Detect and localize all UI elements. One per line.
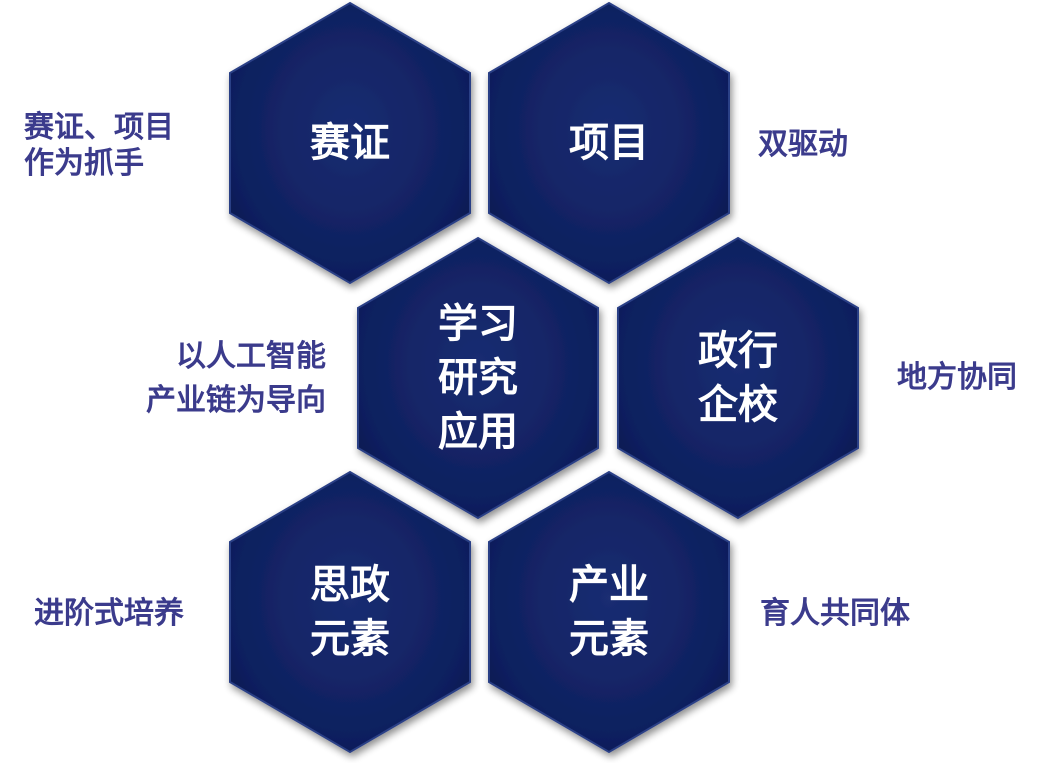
side-label-top-right: 双驱动	[758, 127, 848, 163]
side-label-bottom-left-line-1: 进阶式培养	[34, 596, 184, 631]
side-label-mid-left: 以人工智能 产业链为导向	[146, 335, 326, 423]
side-label-mid-right-line-1: 地方协同	[897, 360, 1017, 395]
hexagon-label-xuexi-line-3: 应用	[438, 409, 518, 455]
side-label-bottom-left: 进阶式培养	[34, 596, 184, 632]
hexagon-shape-chanye	[488, 470, 730, 754]
side-label-mid-left-line-1: 以人工智能	[176, 339, 326, 374]
hexagon-label-chanye-line-1: 产业	[569, 562, 649, 608]
side-label-top-left-line-2: 作为抓手	[24, 146, 144, 181]
hexagon-label-xiangmu-line-1: 项目	[569, 120, 649, 166]
hexagon-label-xuexi-line-1: 学习	[438, 301, 518, 347]
side-label-mid-right: 地方协同	[897, 360, 1017, 396]
side-label-mid-left-line-2: 产业链为导向	[146, 383, 326, 418]
side-label-top-right-line-1: 双驱动	[758, 127, 848, 162]
hexagon-label-sizheng-line-2: 元素	[310, 616, 390, 662]
hexagon-shape-sizheng	[229, 470, 471, 754]
side-label-bottom-right-line-1: 育人共同体	[760, 596, 910, 631]
side-label-bottom-right: 育人共同体	[760, 596, 910, 632]
hexagon-label-xuexi-line-2: 研究	[438, 355, 518, 401]
hexagon-shape-zhengxing	[617, 236, 859, 520]
hexagon-xiangmu: 项目	[488, 1, 730, 285]
side-label-top-left: 赛证、项目 作为抓手	[24, 110, 174, 182]
hexagon-label-saizheng-line-1: 赛证	[310, 120, 390, 166]
hexagon-shape-xuexi	[357, 236, 599, 520]
hexagon-label-zhengxing-line-1: 政行	[698, 328, 778, 374]
side-label-top-left-line-1: 赛证、项目	[24, 110, 174, 145]
hexagon-shape-saizheng	[229, 1, 471, 285]
hexagon-label-chanye-line-2: 元素	[569, 616, 649, 662]
hexagon-label-zhengxing-line-2: 企校	[698, 382, 778, 428]
hexagon-saizheng: 赛证	[229, 1, 471, 285]
hexagon-shape-xiangmu	[488, 1, 730, 285]
hexagon-label-sizheng-line-1: 思政	[310, 562, 390, 608]
